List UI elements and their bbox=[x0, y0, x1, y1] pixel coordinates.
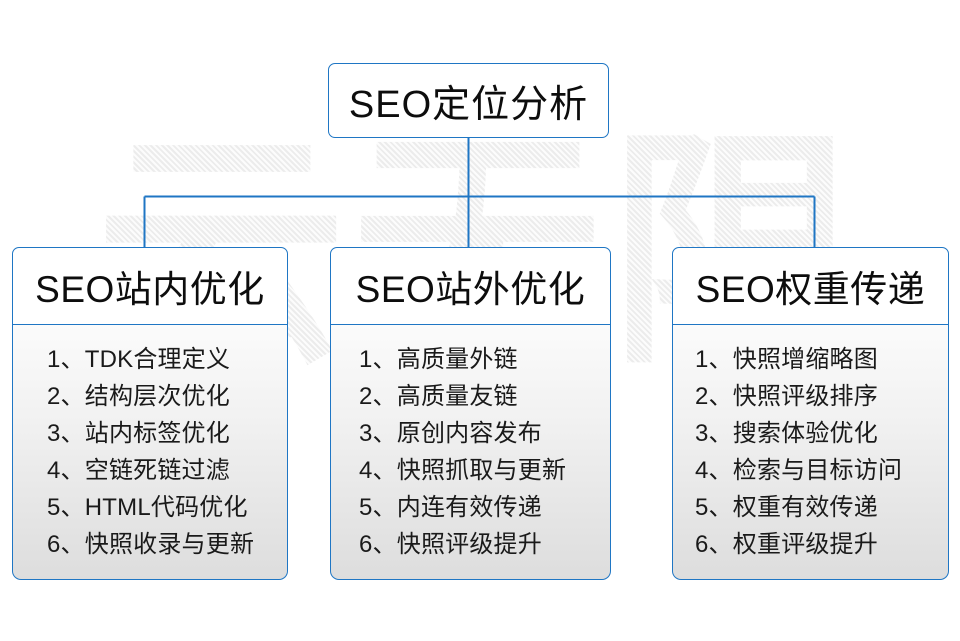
branch-list-1: 1、TDK合理定义 2、结构层次优化 3、站内标签优化 4、空链死链过滤 5、H… bbox=[12, 325, 288, 580]
list-item: 1、快照增缩略图 bbox=[695, 346, 878, 373]
list-item: 4、检索与目标访问 bbox=[695, 457, 903, 484]
list-item: 5、内连有效传递 bbox=[359, 494, 542, 521]
root-node-label: SEO定位分析 bbox=[348, 84, 589, 126]
list-item: 4、空链死链过滤 bbox=[47, 457, 230, 484]
branch-list-3: 1、快照增缩略图 2、快照评级排序 3、搜索体验优化 4、检索与目标访问 5、权… bbox=[672, 325, 949, 580]
branch-title-2: SEO站外优化 bbox=[355, 269, 586, 310]
list-item: 6、权重评级提升 bbox=[695, 531, 878, 558]
list-item: 3、搜索体验优化 bbox=[695, 420, 878, 447]
branch-header-2[interactable]: SEO站外优化 bbox=[330, 247, 611, 325]
branch-column-1: SEO站内优化 1、TDK合理定义 2、结构层次优化 3、站内标签优化 4、空链… bbox=[12, 247, 288, 580]
list-item: 5、权重有效传递 bbox=[695, 494, 878, 521]
root-node[interactable]: SEO定位分析 bbox=[328, 63, 609, 138]
branch-title-1: SEO站内优化 bbox=[35, 269, 265, 310]
list-item: 6、快照评级提升 bbox=[359, 531, 542, 558]
list-item: 3、原创内容发布 bbox=[359, 420, 542, 447]
list-item: 1、TDK合理定义 bbox=[47, 346, 231, 373]
list-item: 2、高质量友链 bbox=[359, 383, 518, 410]
branch-header-1[interactable]: SEO站内优化 bbox=[12, 247, 288, 325]
list-item: 3、站内标签优化 bbox=[47, 420, 230, 447]
branch-column-2: SEO站外优化 1、高质量外链 2、高质量友链 3、原创内容发布 4、快照抓取与… bbox=[330, 247, 611, 580]
list-item: 6、快照收录与更新 bbox=[47, 531, 255, 558]
list-item: 4、快照抓取与更新 bbox=[359, 457, 567, 484]
list-item: 1、高质量外链 bbox=[359, 346, 518, 373]
branch-column-3: SEO权重传递 1、快照增缩略图 2、快照评级排序 3、搜索体验优化 4、检索与… bbox=[672, 247, 949, 580]
branch-list-2: 1、高质量外链 2、高质量友链 3、原创内容发布 4、快照抓取与更新 5、内连有… bbox=[330, 325, 611, 580]
list-item: 2、快照评级排序 bbox=[695, 383, 878, 410]
list-item: 2、结构层次优化 bbox=[47, 383, 230, 410]
list-item: 5、HTML代码优化 bbox=[47, 494, 248, 521]
branch-header-3[interactable]: SEO权重传递 bbox=[672, 247, 949, 325]
branch-title-3: SEO权重传递 bbox=[695, 269, 926, 310]
